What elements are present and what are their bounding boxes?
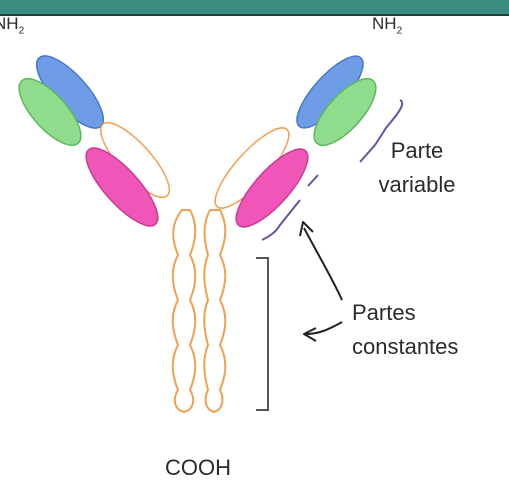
light-constant-domain-left xyxy=(76,138,168,235)
constant-bracket xyxy=(256,258,268,410)
variable-part-label: Parte variable xyxy=(362,134,472,202)
carboxyl-terminal-label: COOH xyxy=(165,455,231,481)
arrow-to-variable xyxy=(304,228,342,300)
constant-parts-label: Partes constantes xyxy=(352,296,509,364)
heavy-chain-right-stem xyxy=(204,210,225,412)
constant-parts-line1: Partes xyxy=(352,296,509,330)
left-arm xyxy=(9,46,179,235)
heavy-chain-left-stem xyxy=(173,210,196,412)
heavy-chain-stem xyxy=(173,210,226,412)
constant-parts-line2: constantes xyxy=(352,330,509,364)
variable-part-line1: Parte xyxy=(362,134,472,168)
amino-terminal-left-label: NH2 xyxy=(0,14,24,37)
amino-terminal-right-label: NH2 xyxy=(372,14,402,37)
arrows xyxy=(300,222,342,341)
variable-part-line2: variable xyxy=(362,168,472,202)
arrow-to-constant xyxy=(306,322,342,334)
right-arm xyxy=(205,47,385,236)
